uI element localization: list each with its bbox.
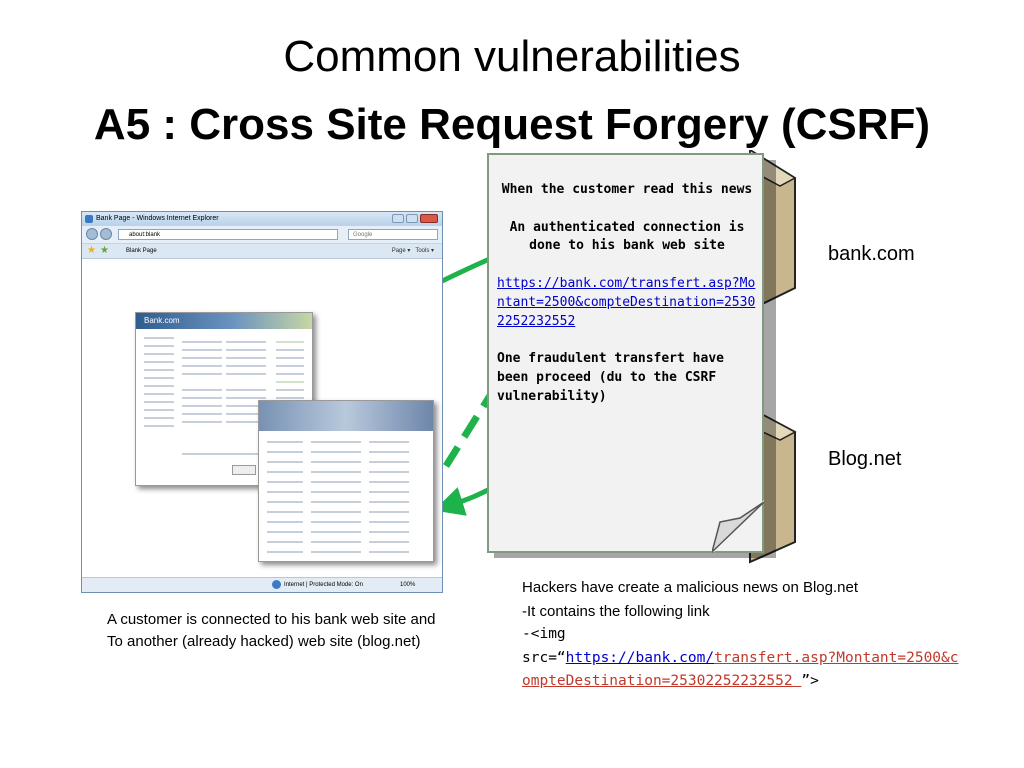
maximize-icon[interactable] — [406, 214, 418, 223]
src-prefix: src=“ — [522, 649, 566, 666]
news-text: When the customer read this news An auth… — [497, 181, 757, 407]
customer-caption-line1: A customer is connected to his bank web … — [107, 611, 436, 628]
customer-caption: A customer is connected to his bank web … — [107, 609, 527, 653]
tab-blank-page[interactable]: Blank Page — [126, 248, 157, 254]
hackers-line2: -It contains the following link — [522, 602, 710, 620]
tools-menu[interactable]: Tools ▾ — [415, 248, 434, 254]
src-suffix: ”> — [801, 673, 819, 689]
news-line-fraud: One fraudulent transfert have been proce… — [497, 351, 724, 404]
hackers-line3: -<img — [522, 626, 566, 642]
toolbar-menus: Page ▾ Tools ▾ — [392, 244, 434, 258]
search-input[interactable]: Google — [348, 229, 438, 240]
blog-page-thumbnail — [258, 400, 434, 562]
slide-title: Common vulnerabilities — [283, 32, 741, 81]
status-text: Internet | Protected Mode: On — [284, 582, 363, 588]
img-src-code: src=“https://bank.com/transfert.asp?Mont… — [522, 647, 962, 694]
ie-icon — [85, 215, 93, 223]
window-title: Bank Page - Windows Internet Explorer — [96, 215, 219, 222]
src-link-host[interactable]: https://bank.com/ — [565, 649, 715, 666]
zoom-level[interactable]: 100% — [400, 582, 416, 588]
src-link-path[interactable]: transfert.asp?Montant=2500&compteDestina… — [522, 649, 959, 690]
add-favorites-icon[interactable]: ★ — [100, 245, 109, 256]
hackers-caption: Hackers have create a malicious news on … — [522, 576, 962, 694]
search-button — [232, 465, 256, 475]
arrow-to-blog — [433, 485, 494, 516]
news-line-read: When the customer read this news — [501, 182, 753, 197]
address-input[interactable]: about:blank — [118, 229, 338, 240]
note-folded-corner — [712, 500, 765, 554]
close-icon[interactable] — [420, 214, 438, 223]
slide-subtitle: A5 : Cross Site Request Forgery (CSRF) — [93, 100, 931, 149]
browser-titlebar: Bank Page - Windows Internet Explorer — [82, 212, 442, 226]
minimize-icon[interactable] — [392, 214, 404, 223]
blog-header-banner — [259, 401, 433, 431]
back-icon[interactable] — [86, 228, 98, 240]
news-transfer-link[interactable]: https://bank.com/transfert.asp?Montant=2… — [497, 275, 756, 329]
bank-logo: Bank.com — [136, 313, 312, 329]
blog-server-label: Blog.net — [828, 448, 902, 470]
bank-server-label: bank.com — [828, 243, 915, 265]
forward-icon[interactable] — [100, 228, 112, 240]
malicious-news-note — [487, 153, 764, 553]
hackers-line1: Hackers have create a malicious news on … — [522, 579, 859, 596]
customer-caption-line2: To another (already hacked) web site (bl… — [107, 633, 421, 650]
address-toolbar: about:blank Google — [82, 226, 442, 244]
favorites-star-icon[interactable]: ★ — [87, 245, 96, 256]
globe-icon — [272, 580, 281, 589]
status-bar: Internet | Protected Mode: On 100% — [82, 577, 442, 592]
page-menu[interactable]: Page ▾ — [391, 248, 411, 254]
news-line-connection: An authenticated connection is done to h… — [509, 219, 745, 254]
tab-bar: ★ ★ Blank Page Page ▾ Tools ▾ — [82, 244, 442, 259]
